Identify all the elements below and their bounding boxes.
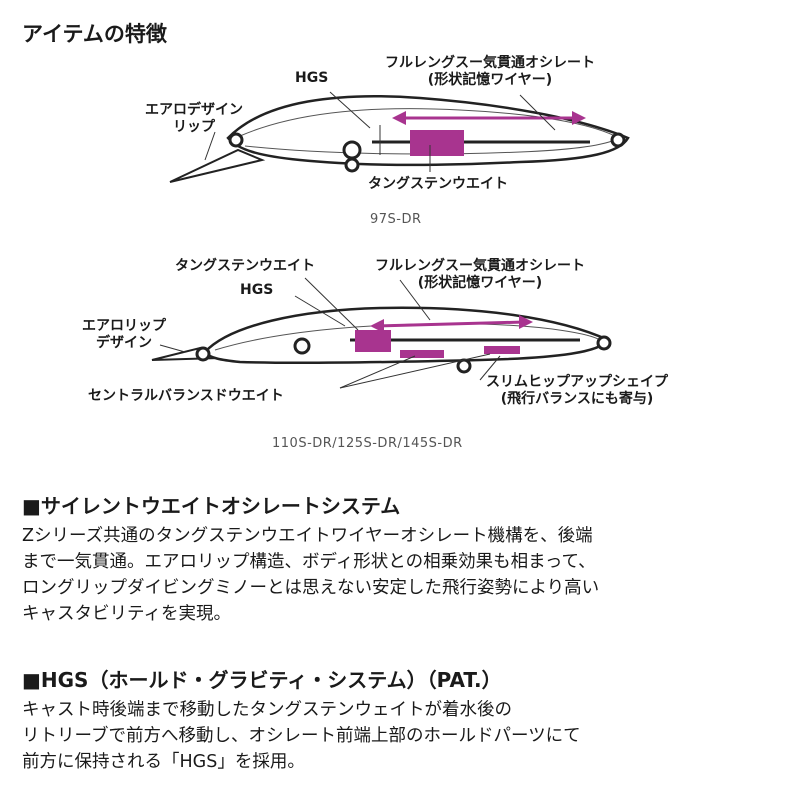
label-lip-110: エアロリップ デザイン <box>82 318 166 351</box>
section1-line: ロングリップダイビングミノーとは思えない安定した飛行姿勢により高い <box>22 578 600 598</box>
label-central-weight: セントラルバランスドウエイト <box>88 388 284 404</box>
lip-shape <box>169 148 266 183</box>
section1-line: Zシリーズ共通のタングステンウエイトワイヤーオシレート機構を、後端 <box>22 526 593 546</box>
label-shape: スリムヒップアップシェイプ (飛行バランスにも寄与) <box>486 374 668 407</box>
section2-line: キャスト時後端まで移動したタングステンウェイトが着水後の <box>22 700 512 720</box>
label-weight-97: タングステンウエイト <box>368 176 508 192</box>
section1-heading: ■サイレントウエイトオシレートシステム <box>22 494 401 518</box>
section1-line: まで一気貫通。エアロリップ構造、ボディ形状との相乗効果も相まって、 <box>22 552 596 572</box>
central-balanced-weight <box>400 350 444 358</box>
model-name-97: 97S-DR <box>370 212 422 227</box>
section1-line: キャスタビリティを実現。 <box>22 604 231 624</box>
label-hgs-110: HGS <box>240 282 274 298</box>
section1-body: Zシリーズ共通のタングステンウエイトワイヤーオシレート機構を、後端 まで一気貫通… <box>22 523 782 627</box>
section2-line: リトリーブで前方へ移動し、オシレート前端上部のホールドパーツにて <box>22 726 581 746</box>
label-weight-top-110: タングステンウエイト <box>175 258 315 274</box>
section2-heading: ■HGS（ホールド・グラビティ・システム）（PAT.） <box>22 668 502 692</box>
label-hgs-97: HGS <box>295 70 329 86</box>
label-wire-97: フルレングスー気貫通オシレート (形状記憶ワイヤー) <box>385 55 595 88</box>
model-name-110: 110S-DR/125S-DR/145S-DR <box>272 436 463 451</box>
section2-line: 前方に保持される「HGS」を採用。 <box>22 752 305 772</box>
section2-body: キャスト時後端まで移動したタングステンウェイトが着水後の リトリーブで前方へ移動… <box>22 697 782 775</box>
label-wire-110: フルレングスー気貫通オシレート (形状記憶ワイヤー) <box>375 258 585 291</box>
label-lip-97: エアロデザイン リップ <box>145 102 243 135</box>
tungsten-weight <box>410 130 464 156</box>
tungsten-weight <box>355 330 391 352</box>
page-title: アイテムの特徴 <box>22 22 167 46</box>
